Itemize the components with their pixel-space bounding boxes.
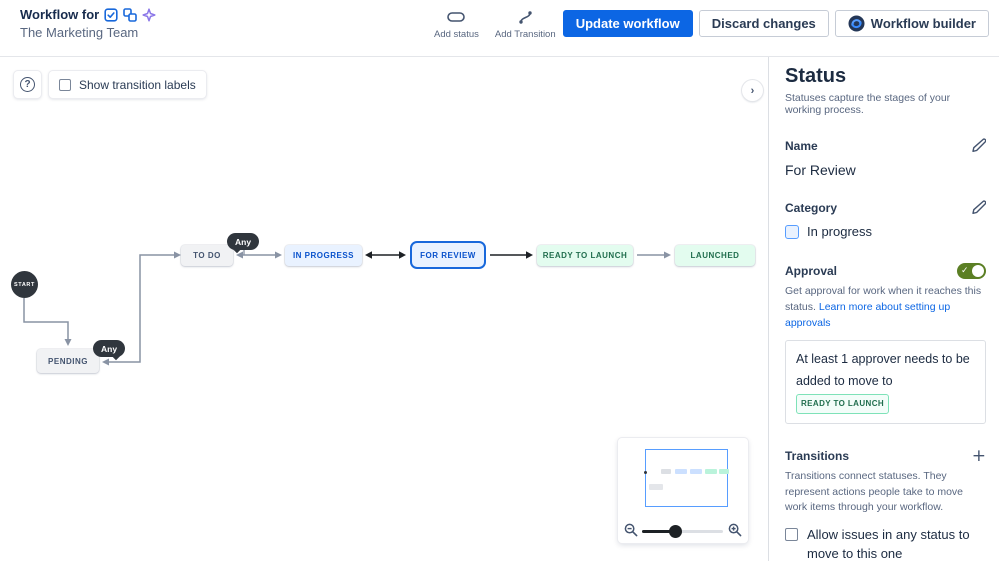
zoom-slider-thumb[interactable] bbox=[669, 524, 683, 538]
transitions-label: Transitions bbox=[785, 449, 850, 464]
minimap-node bbox=[661, 469, 671, 474]
any-transition-bubble-top[interactable]: Any bbox=[227, 233, 260, 254]
approval-toggle[interactable]: ✓ bbox=[957, 263, 986, 279]
status-detail-panel: Status Statuses capture the stages of yo… bbox=[769, 57, 999, 561]
edit-category-icon[interactable] bbox=[971, 200, 986, 215]
minimap-zoom-controls bbox=[618, 518, 748, 543]
chevron-right-icon: › bbox=[750, 84, 755, 97]
transitions-description: Transitions connect statuses. They repre… bbox=[785, 469, 964, 514]
transition-labels-label: Show transition labels bbox=[79, 77, 196, 92]
workflow-title: Workflow for bbox=[20, 7, 100, 22]
show-transition-labels-toggle[interactable]: Show transition labels bbox=[49, 71, 206, 98]
approval-rule-text: At least 1 approver needs to be added to… bbox=[796, 352, 970, 389]
discard-changes-button[interactable]: Discard changes bbox=[698, 10, 829, 37]
subtask-type-icon bbox=[123, 7, 138, 22]
status-node-pending[interactable]: PENDING bbox=[37, 349, 99, 373]
minimap bbox=[618, 438, 748, 543]
transition-icon bbox=[518, 9, 533, 25]
status-node-for-review-selected[interactable]: FOR REVIEW bbox=[410, 241, 486, 269]
workflow-builder-button[interactable]: Workflow builder bbox=[834, 10, 989, 37]
panel-collapse-button[interactable]: › bbox=[742, 80, 763, 101]
task-type-icon bbox=[104, 7, 118, 22]
add-status-button[interactable]: Add status bbox=[434, 9, 479, 40]
status-lozenge-ready-to-launch: READY TO LAUNCH bbox=[796, 394, 890, 414]
allow-any-status-label: Allow issues in any status to move to th… bbox=[807, 527, 970, 561]
spark-type-icon bbox=[142, 7, 156, 22]
status-node-launched[interactable]: LAUNCHED bbox=[675, 245, 755, 266]
help-button[interactable]: ? bbox=[14, 71, 41, 98]
minimap-viewport[interactable] bbox=[645, 449, 728, 507]
canvas-controls: ? Show transition labels bbox=[14, 71, 206, 98]
approvals-learn-more-link[interactable]: Learn more about setting up approvals bbox=[785, 300, 951, 329]
transitions-section-header: Transitions + bbox=[785, 445, 986, 466]
status-node-ready-to-launch[interactable]: READY TO LAUNCH bbox=[537, 245, 633, 266]
status-node-in-progress[interactable]: IN PROGRESS bbox=[285, 245, 362, 266]
name-section-header: Name bbox=[785, 138, 986, 153]
approval-section-header: Approval ✓ bbox=[785, 263, 986, 279]
panel-divider bbox=[768, 57, 769, 561]
header-bar: Workflow for The Marketing Team Add stat… bbox=[0, 0, 999, 57]
allow-any-status-row[interactable]: Allow issues in any status to move to th… bbox=[785, 526, 986, 561]
any-transition-bubble-pending[interactable]: Any bbox=[93, 340, 126, 361]
question-icon: ? bbox=[20, 77, 35, 92]
status-node-to-do[interactable]: TO DO bbox=[181, 245, 233, 266]
minimap-start-dot bbox=[644, 471, 647, 474]
update-workflow-button[interactable]: Update workflow bbox=[562, 10, 693, 37]
edit-name-icon[interactable] bbox=[971, 138, 986, 153]
add-transition-plus-icon[interactable]: + bbox=[971, 445, 986, 466]
minimap-node bbox=[675, 469, 687, 474]
transition-labels-checkbox[interactable] bbox=[59, 78, 71, 91]
panel-subtitle: Statuses capture the stages of your work… bbox=[785, 92, 951, 116]
minimap-node bbox=[690, 469, 702, 474]
category-label: Category bbox=[785, 200, 838, 215]
minimap-node bbox=[705, 469, 717, 474]
category-section-header: Category bbox=[785, 200, 986, 215]
category-color-chip[interactable] bbox=[785, 224, 799, 239]
approval-label: Approval bbox=[785, 264, 838, 278]
approval-description: Get approval for work when it reaches th… bbox=[785, 285, 982, 329]
panel-title: Status bbox=[785, 65, 847, 87]
status-capsule-icon bbox=[447, 9, 466, 25]
workflow-title-block: Workflow for The Marketing Team bbox=[20, 7, 156, 40]
allow-any-status-checkbox[interactable] bbox=[785, 528, 798, 542]
category-value-row: In progress bbox=[785, 224, 986, 239]
start-node[interactable]: START bbox=[11, 271, 38, 298]
header-actions: Update workflow Discard changes Workflow… bbox=[562, 10, 989, 37]
zoom-slider[interactable] bbox=[642, 524, 723, 538]
add-transition-button[interactable]: Add Transition bbox=[495, 9, 556, 40]
category-value: In progress bbox=[807, 224, 873, 239]
check-icon: ✓ bbox=[961, 264, 969, 275]
zoom-in-icon[interactable] bbox=[728, 523, 742, 537]
name-value: For Review bbox=[785, 162, 856, 178]
zoom-slider-fill bbox=[642, 529, 676, 533]
toggle-knob bbox=[972, 265, 984, 277]
workflow-subtitle: The Marketing Team bbox=[20, 25, 139, 40]
name-label: Name bbox=[785, 138, 818, 153]
zoom-out-icon[interactable] bbox=[624, 523, 638, 537]
minimap-node bbox=[649, 484, 663, 490]
workflow-builder-logo-icon bbox=[848, 15, 865, 32]
minimap-node bbox=[719, 469, 729, 474]
approval-rule-box: At least 1 approver needs to be added to… bbox=[785, 340, 986, 424]
